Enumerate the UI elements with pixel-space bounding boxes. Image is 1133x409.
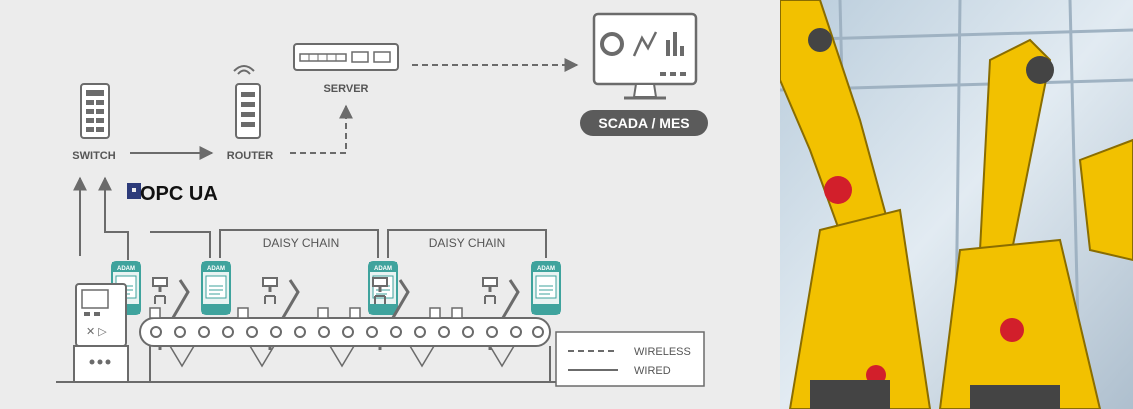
switch-label: SWITCH (72, 150, 115, 162)
legend-wired-label: WIRED (634, 365, 671, 377)
router-label: ROUTER (227, 150, 274, 162)
scada-label: SCADA / MES (598, 115, 689, 131)
daisy-chain-label-2: DAISY CHAIN (429, 236, 505, 250)
svg-text:ADAM: ADAM (537, 266, 555, 272)
module-uplink (150, 231, 211, 258)
switch-icon (80, 83, 110, 139)
network-diagram: SWITCH ROUTER SERVER SCADA / MES (56, 12, 708, 387)
legend: WIRELESS WIRED (555, 331, 705, 387)
adam-module-2: ADAM (201, 261, 231, 315)
svg-text:ADAM: ADAM (117, 266, 135, 272)
control-panel-icon: ✕ ▷ (73, 283, 129, 383)
svg-text:ADAM: ADAM (374, 266, 392, 272)
svg-text:✕ ▷: ✕ ▷ (86, 326, 107, 338)
server-label: SERVER (323, 83, 368, 95)
factory-robot-photo (780, 0, 1133, 409)
daisy-chain-link-2 (387, 229, 547, 258)
router-icon (233, 65, 261, 139)
router-server-wireless-link (290, 104, 353, 154)
adam-module-1: ADAM (111, 261, 141, 315)
svg-text:ADAM: ADAM (207, 266, 225, 272)
adam-module-4: ADAM (531, 261, 561, 315)
scada-badge: SCADA / MES (580, 110, 708, 136)
conveyor-icon (56, 307, 560, 383)
legend-wireless-label: WIRELESS (634, 346, 691, 358)
monitor-icon (592, 12, 698, 100)
server-icon (293, 43, 399, 71)
switch-uplink-2 (98, 176, 129, 260)
opc-ua-logo: OPC UA (127, 183, 218, 205)
opc-ua-text: OPC UA (140, 183, 218, 205)
daisy-chain-link-1 (219, 229, 379, 258)
daisy-chain-label-1: DAISY CHAIN (263, 236, 339, 250)
adam-module-3: ADAM (368, 261, 398, 315)
